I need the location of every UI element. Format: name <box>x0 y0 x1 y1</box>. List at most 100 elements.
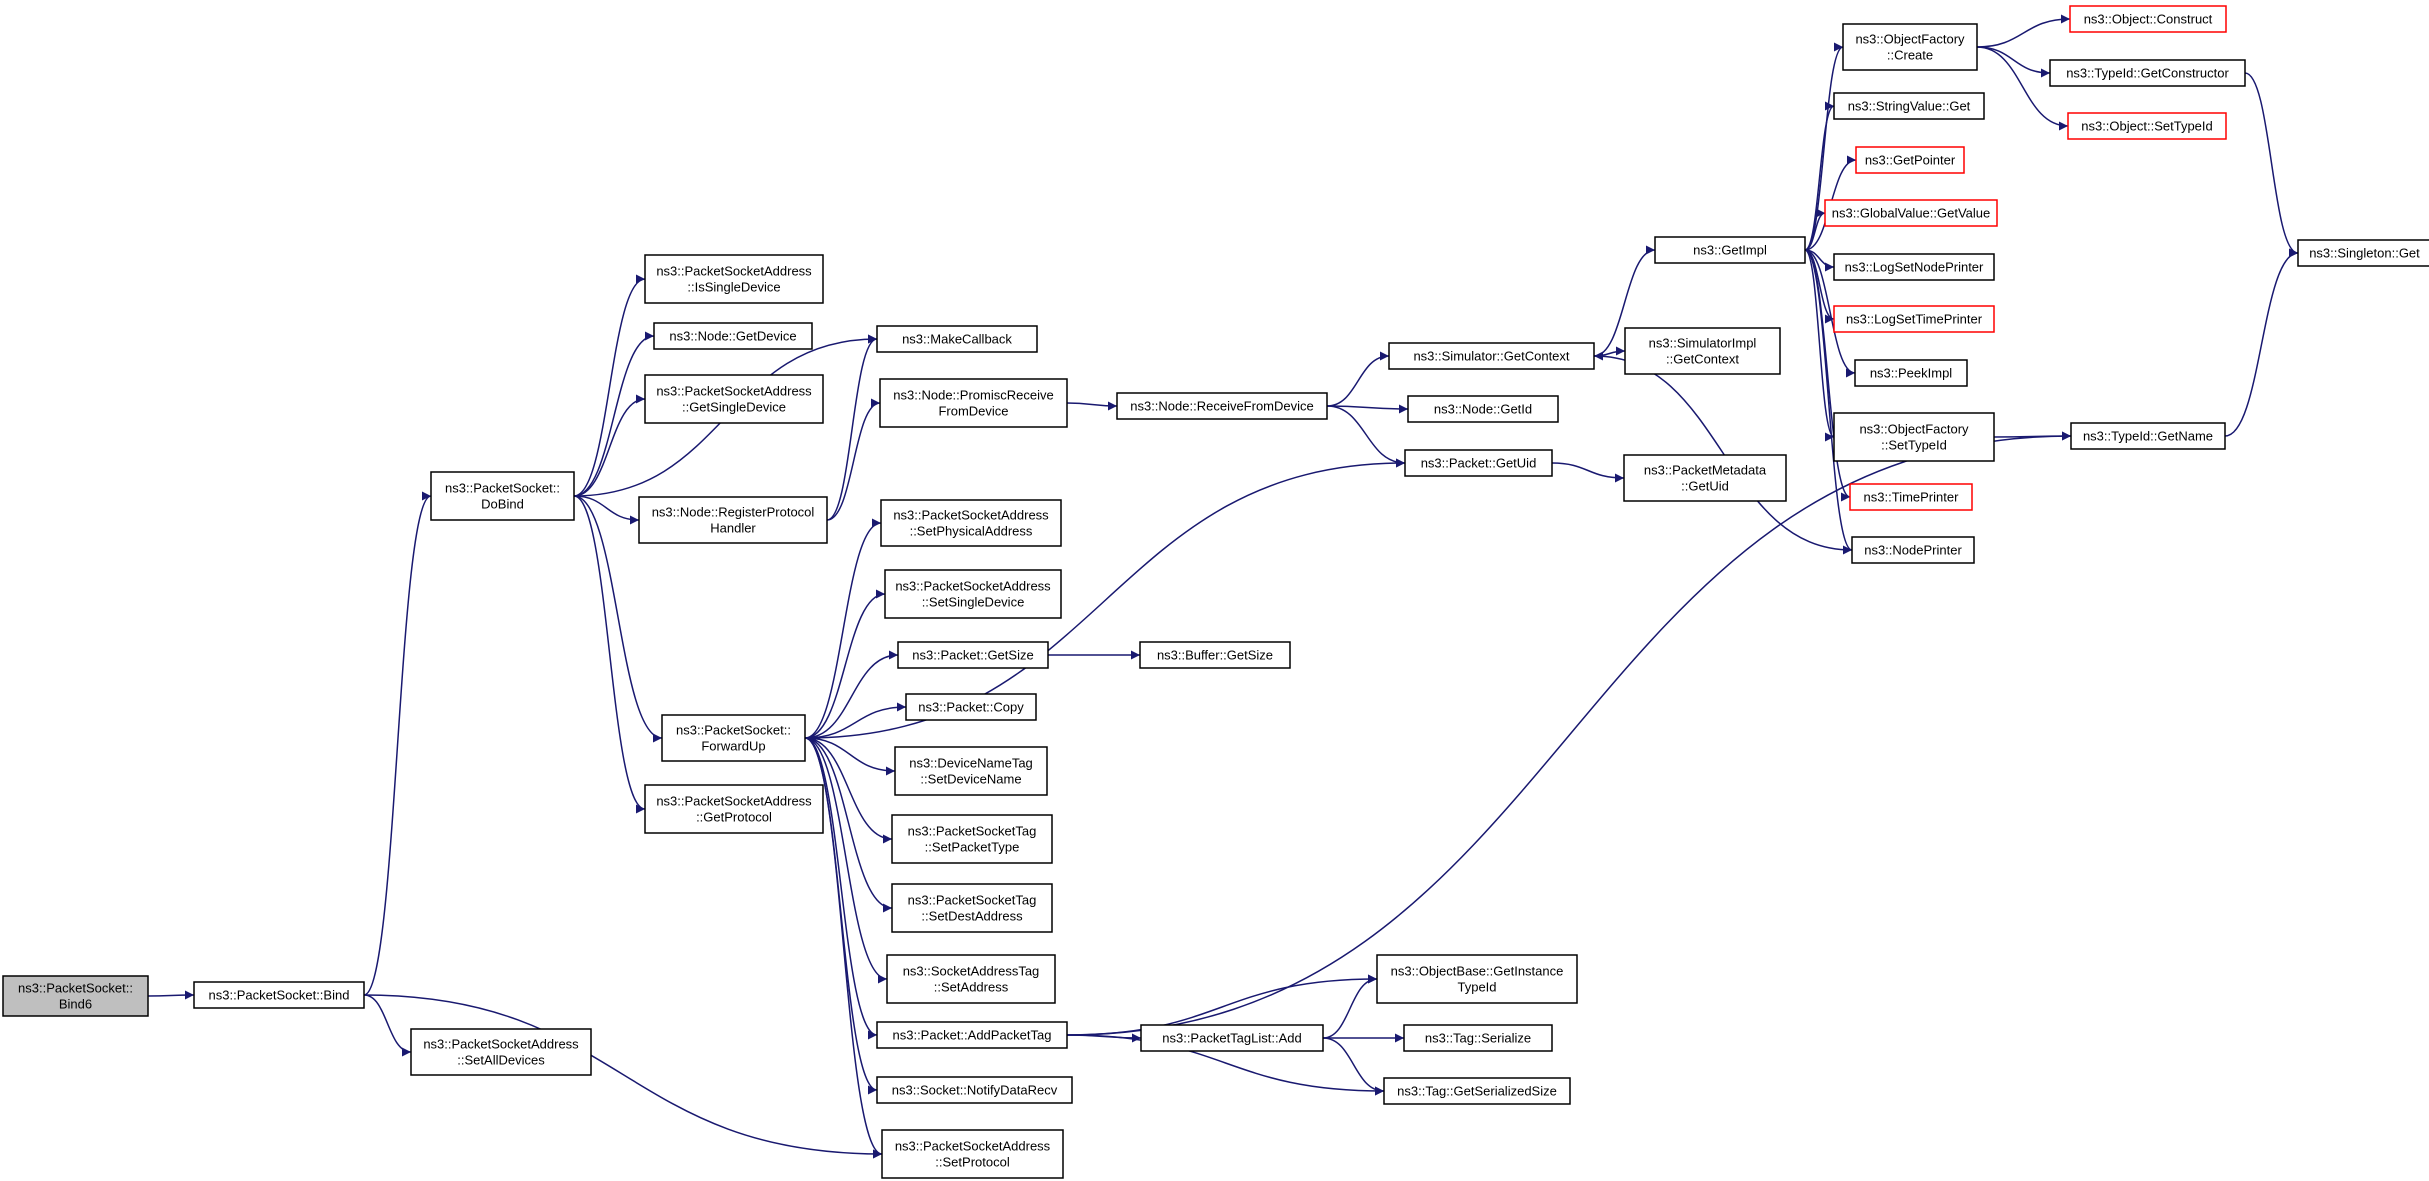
node-packet-getsize[interactable]: ns3::Packet::GetSize <box>897 641 1049 669</box>
edge-getimpl-to-nodeprinter <box>1804 249 1853 555</box>
node-box <box>430 471 575 521</box>
edge-node-receivefromdevice-to-packet-getuid <box>1326 405 1406 468</box>
node-node-receivefromdevice[interactable]: ns3::Node::ReceiveFromDevice <box>1116 392 1328 420</box>
node-getpointer[interactable]: ns3::GetPointer <box>1855 146 1965 174</box>
node-psa-setalldevices[interactable]: ns3::PacketSocketAddress::SetAllDevices <box>410 1028 592 1076</box>
edge <box>2224 248 2299 437</box>
edge <box>573 495 640 525</box>
node-forwardup[interactable]: ns3::PacketSocket::ForwardUp <box>661 714 806 762</box>
node-label: ns3::Node::GetDevice <box>669 329 796 344</box>
node-stringvalue-get[interactable]: ns3::StringValue::Get <box>1833 92 1985 120</box>
edge-getimpl-to-of-settypeid <box>1804 249 1835 442</box>
node-box <box>2 975 149 1017</box>
node-psa-issingledevice[interactable]: ns3::PacketSocketAddress::IsSingleDevice <box>644 254 824 304</box>
node-psa-setsingledevice[interactable]: ns3::PacketSocketAddress::SetSingleDevic… <box>884 569 1062 619</box>
edge <box>1993 431 2072 441</box>
node-of-create[interactable]: ns3::ObjectFactory::Create <box>1842 23 1978 71</box>
node-makecallback[interactable]: ns3::MakeCallback <box>876 325 1038 353</box>
node-label: ns3::PacketTagList::Add <box>1162 1031 1301 1046</box>
node-pst-setpackettype[interactable]: ns3::PacketSocketTag::SetPacketType <box>891 814 1053 864</box>
node-socket-notifydatarecv[interactable]: ns3::Socket::NotifyDataRecv <box>876 1076 1073 1104</box>
node-node-getdevice[interactable]: ns3::Node::GetDevice <box>653 322 813 350</box>
node-box <box>1654 236 1806 264</box>
node-label: ns3::GlobalValue::GetValue <box>1832 206 1991 221</box>
node-label: ns3::ObjectBase::GetInstance <box>1391 964 1564 979</box>
node-label: ns3::GetPointer <box>1865 153 1956 168</box>
node-box <box>1833 412 1995 462</box>
node-nodeprinter[interactable]: ns3::NodePrinter <box>1851 536 1975 564</box>
node-label: ns3::TimePrinter <box>1864 490 1960 505</box>
node-ptl-add[interactable]: ns3::PacketTagList::Add <box>1140 1024 1324 1052</box>
edge-forwardup-to-psa-setphysical <box>804 518 882 739</box>
node-box <box>876 325 1038 353</box>
edge <box>363 994 883 1159</box>
node-label: ::Create <box>1887 48 1933 63</box>
edge-forwardup-to-packet-getsize <box>804 650 899 739</box>
node-typeid-getconstructor[interactable]: ns3::TypeId::GetConstructor <box>2049 59 2246 87</box>
node-pm-getuid[interactable]: ns3::PacketMetadata::GetUid <box>1623 454 1787 502</box>
node-buffer-getsize[interactable]: ns3::Buffer::GetSize <box>1139 641 1291 669</box>
node-label: ns3::PacketSocketAddress <box>656 384 812 399</box>
edge-forwardup-to-psa-setsingledevice <box>804 589 886 739</box>
node-dnt-setdevicename[interactable]: ns3::DeviceNameTag::SetDeviceName <box>894 746 1048 796</box>
node-box <box>897 641 1049 669</box>
node-typeid-getname[interactable]: ns3::TypeId::GetName <box>2070 422 2226 450</box>
node-box <box>1376 954 1578 1004</box>
node-sim-getcontext[interactable]: ns3::Simulator::GetContext <box>1388 342 1595 370</box>
node-label: ::SetSingleDevice <box>922 595 1025 610</box>
edge-sim-getcontext-to-simimpl-getcontext <box>1593 346 1626 357</box>
node-object-settypeid[interactable]: ns3::Object::SetTypeId <box>2067 112 2227 140</box>
node-logsetnodeprinter[interactable]: ns3::LogSetNodePrinter <box>1833 253 1995 281</box>
node-psa-getsingledevice[interactable]: ns3::PacketSocketAddress::GetSingleDevic… <box>644 374 824 424</box>
edge-dobind-to-psa-getprotocol <box>573 495 646 814</box>
node-packet-copy[interactable]: ns3::Packet::Copy <box>905 693 1037 721</box>
edge <box>363 994 412 1057</box>
node-singleton-get[interactable]: ns3::Singleton::Get <box>2297 239 2429 267</box>
node-label: ns3::Singleton::Get <box>2309 246 2420 261</box>
node-box <box>1407 395 1559 423</box>
node-gv-getvalue[interactable]: ns3::GlobalValue::GetValue <box>1824 199 1998 227</box>
node-box <box>1624 327 1781 375</box>
node-pst-setdestaddress[interactable]: ns3::PacketSocketTag::SetDestAddress <box>891 883 1053 933</box>
node-box <box>905 693 1037 721</box>
node-box <box>410 1028 592 1076</box>
node-logsettimeprinter[interactable]: ns3::LogSetTimePrinter <box>1833 305 1995 333</box>
node-timeprinter[interactable]: ns3::TimePrinter <box>1849 483 1973 511</box>
node-psa-setphysical[interactable]: ns3::PacketSocketAddress::SetPhysicalAdd… <box>880 499 1062 547</box>
node-box <box>1833 92 1985 120</box>
node-label: ns3::PacketSocketTag <box>908 893 1037 908</box>
edge-dobind-to-node-getdevice <box>573 331 655 497</box>
edge <box>826 334 878 521</box>
node-psa-getprotocol[interactable]: ns3::PacketSocketAddress::GetProtocol <box>644 784 824 834</box>
edge-node-receivefromdevice-to-node-getid <box>1326 404 1409 414</box>
node-simimpl-getcontext[interactable]: ns3::SimulatorImpl::GetContext <box>1624 327 1781 375</box>
edge-node-promisc-to-node-receivefromdevice <box>1066 401 1118 411</box>
node-peekimpl[interactable]: ns3::PeekImpl <box>1854 359 1968 387</box>
node-object-construct[interactable]: ns3::Object::Construct <box>2069 5 2227 33</box>
node-label: ::IsSingleDevice <box>687 280 780 295</box>
edge-dobind-to-psa-getsingledevice <box>573 394 646 497</box>
node-box <box>879 378 1068 428</box>
edge <box>1804 101 1835 251</box>
node-node-getid[interactable]: ns3::Node::GetId <box>1407 395 1559 423</box>
node-packet-addpackettag[interactable]: ns3::Packet::AddPacketTag <box>876 1021 1068 1049</box>
node-tag-getserializedsize[interactable]: ns3::Tag::GetSerializedSize <box>1383 1077 1571 1105</box>
node-bind[interactable]: ns3::PacketSocket::Bind <box>193 981 365 1009</box>
edge-bind-to-dobind <box>363 491 432 996</box>
node-psa-setprotocol[interactable]: ns3::PacketSocketAddress::SetProtocol <box>881 1129 1064 1179</box>
node-box <box>1139 641 1291 669</box>
node-dobind[interactable]: ns3::PacketSocket::DoBind <box>430 471 575 521</box>
edge <box>804 737 878 1040</box>
node-label: ns3::SocketAddressTag <box>903 964 1040 979</box>
edge <box>1066 431 2072 1036</box>
node-bind6[interactable]: ns3::PacketSocket::Bind6 <box>2 975 149 1017</box>
node-getimpl[interactable]: ns3::GetImpl <box>1654 236 1806 264</box>
node-tag-serialize[interactable]: ns3::Tag::Serialize <box>1403 1024 1553 1052</box>
node-of-settypeid[interactable]: ns3::ObjectFactory::SetTypeId <box>1833 412 1995 462</box>
node-packet-getuid[interactable]: ns3::Packet::GetUid <box>1404 449 1553 477</box>
node-box <box>876 1076 1073 1104</box>
node-sat-setaddress[interactable]: ns3::SocketAddressTag::SetAddress <box>886 954 1056 1004</box>
